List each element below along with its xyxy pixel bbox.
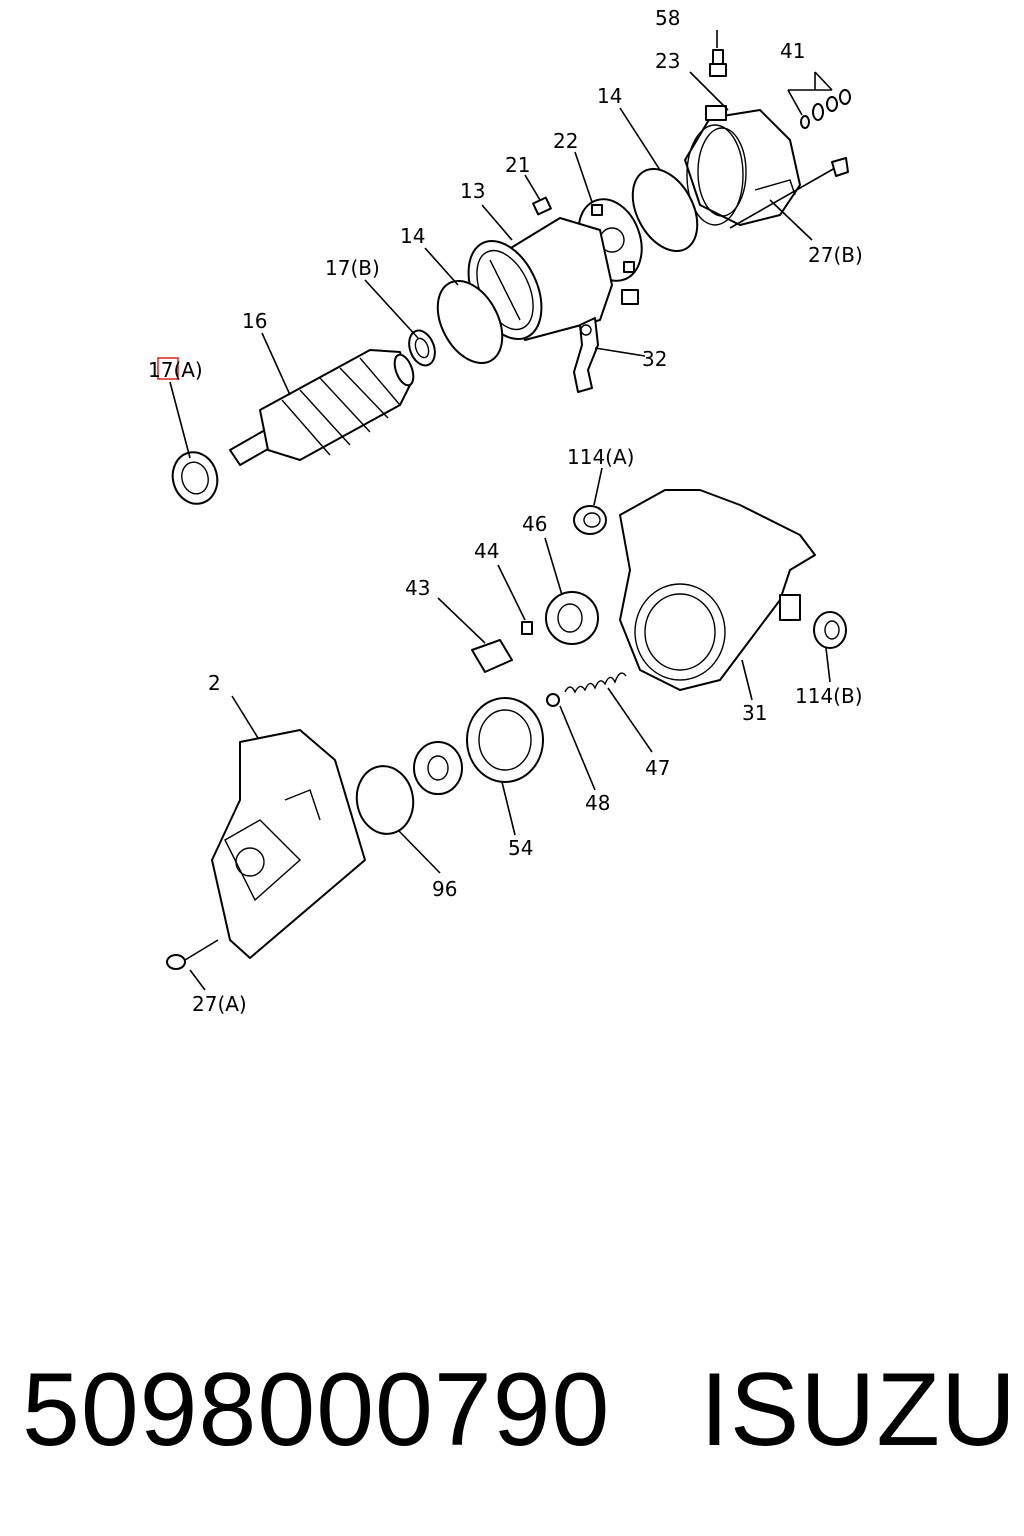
part-21-brush xyxy=(532,196,552,216)
part-14-o-ring-lower xyxy=(436,279,504,365)
callout-22: 22 xyxy=(553,129,578,153)
part-23-rear-cover xyxy=(684,105,801,226)
callout-47: 47 xyxy=(645,756,670,780)
part-46-idler-gear xyxy=(545,591,599,645)
callout-2: 2 xyxy=(208,671,221,695)
part-17b-bearing xyxy=(408,329,436,367)
callout-31: 31 xyxy=(742,701,767,725)
part-48-steel-ball xyxy=(546,693,560,707)
part-54-clutch-pinion xyxy=(413,697,544,795)
callout-17a: 17(A) xyxy=(148,358,203,382)
callout-48: 48 xyxy=(585,791,610,815)
callout-17b: 17(B) xyxy=(325,256,380,280)
callout-32: 32 xyxy=(642,347,667,371)
part-16-armature xyxy=(229,349,415,466)
callout-27a: 27(A) xyxy=(192,992,247,1016)
part-32-shift-lever xyxy=(573,317,599,393)
part-17a-bearing xyxy=(171,451,219,505)
callout-58: 58 xyxy=(655,6,680,30)
callout-46: 46 xyxy=(522,512,547,536)
callout-13: 13 xyxy=(460,179,485,203)
part-47-spring xyxy=(564,672,627,694)
part-114a-nut xyxy=(573,505,607,535)
part-96-o-ring xyxy=(355,765,415,835)
part-114b-nut xyxy=(813,611,847,649)
callout-41: 41 xyxy=(780,39,805,63)
part-27b-through-bolt xyxy=(729,157,849,229)
brand-name: ISUZU xyxy=(700,1352,1017,1468)
callout-43: 43 xyxy=(405,576,430,600)
part-31-drive-housing xyxy=(619,489,816,691)
callout-27b: 27(B) xyxy=(808,243,863,267)
part-number: 5098000790 xyxy=(22,1352,611,1468)
callout-14-upper: 14 xyxy=(597,84,622,108)
callout-21: 21 xyxy=(505,153,530,177)
callout-highlight-box xyxy=(157,357,179,380)
footer-caption: 5098000790 ISUZU xyxy=(0,1335,1024,1485)
callout-16: 16 xyxy=(242,309,267,333)
part-41-nut-set xyxy=(800,89,851,129)
exploded-parts-diagram: 58 23 41 14 22 21 13 14 27(B) 17(B) 16 1… xyxy=(148,6,863,1016)
part-2-front-housing xyxy=(211,729,366,959)
callout-114a: 114(A) xyxy=(567,445,634,469)
callout-96: 96 xyxy=(432,877,457,901)
part-43-retainer xyxy=(471,639,513,673)
callout-114b: 114(B) xyxy=(795,684,863,708)
callout-54: 54 xyxy=(508,836,533,860)
part-14-o-ring-upper xyxy=(631,167,699,253)
part-58-terminal-stud xyxy=(709,49,727,77)
part-27a-screw xyxy=(166,939,219,970)
part-44-pin xyxy=(521,621,533,635)
callout-23: 23 xyxy=(655,49,680,73)
callout-44: 44 xyxy=(474,539,499,563)
callout-14-lower: 14 xyxy=(400,224,425,248)
leader-lines xyxy=(169,30,833,991)
